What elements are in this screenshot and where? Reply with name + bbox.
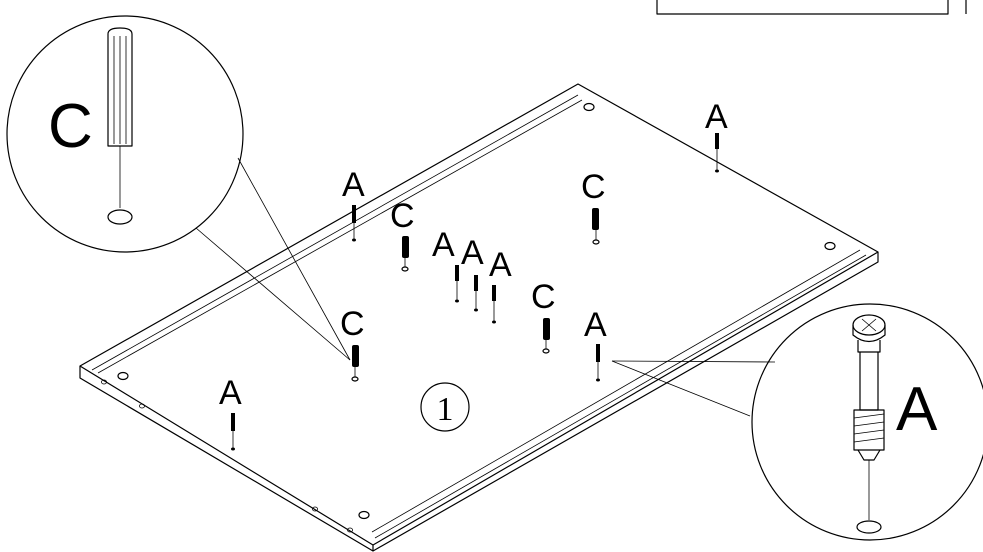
cam-bolt-icon [852,314,886,534]
detail-label-c: C [48,92,93,161]
label-c: C [531,278,556,316]
label-a: A [461,234,484,272]
cam-hole [824,241,836,251]
screw-a [596,344,600,382]
cam-hole [583,102,595,112]
detail-label-a: A [896,375,938,444]
callout-lines [195,157,776,417]
screw-a [455,265,459,303]
dowel-pin-icon [107,27,133,225]
label-a: A [489,246,512,284]
dowel-c [351,345,359,382]
label-a: A [584,306,607,344]
screw-a [474,275,478,312]
dowel-c [592,208,600,245]
detail-callout-c: C [6,15,244,253]
cam-hole [117,371,129,381]
label-a: A [705,98,728,136]
label-a: A [342,166,365,204]
label-c: C [340,305,365,343]
dowel-c [542,318,550,354]
screw-a [492,285,496,324]
board-panel [79,83,879,552]
adjacent-step-frames [656,0,967,15]
svg-text:1: 1 [437,391,454,428]
screw-a [231,413,235,451]
detail-callout-a: A [751,303,983,541]
label-c: C [390,197,415,235]
label-a: A [432,226,455,264]
step-number: 1 [420,382,470,432]
label-a: A [219,374,242,412]
cam-hole [358,510,370,520]
screw-a [352,205,356,242]
screw-a [715,133,719,173]
dowel-c [401,236,409,272]
label-c: C [581,168,606,206]
